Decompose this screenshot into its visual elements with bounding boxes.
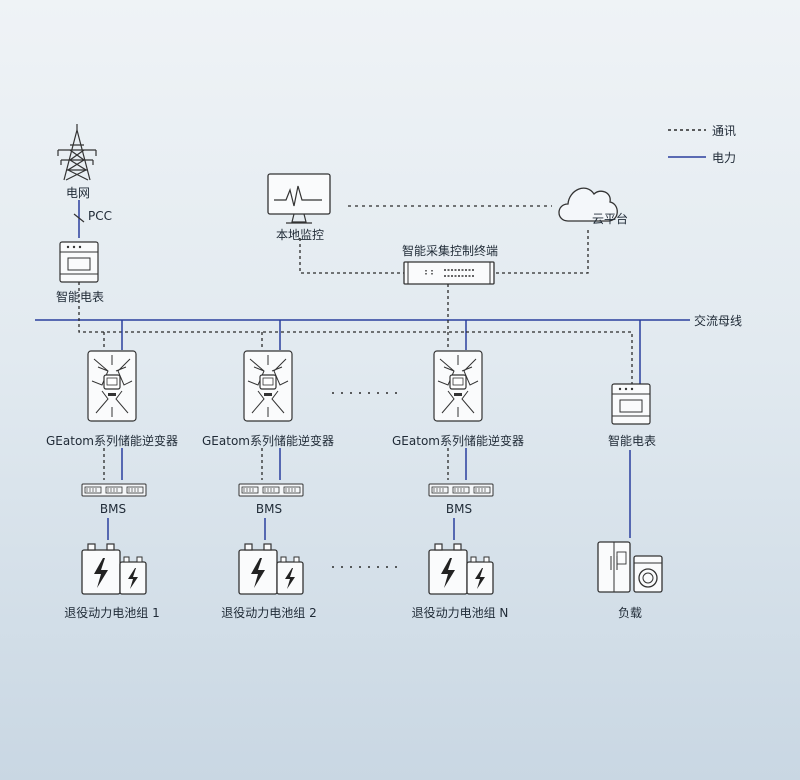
inverter-icon <box>433 350 483 422</box>
legend-comm-label: 通讯 <box>712 124 737 138</box>
inverter-icon <box>243 350 293 422</box>
grid-meter-icon <box>59 241 99 283</box>
battery-label: 退役动力电池组 1 <box>64 606 160 620</box>
battery-label: 退役动力电池组 2 <box>221 606 317 620</box>
appliance-icon <box>597 541 663 593</box>
load-label: 负载 <box>617 606 643 620</box>
pcc-label: PCC <box>88 209 112 223</box>
load-meter-icon <box>611 383 651 425</box>
inverter-label: GEatom系列储能逆变器 <box>46 434 178 448</box>
inverter-label: GEatom系列储能逆变器 <box>392 434 524 448</box>
inverter-icon <box>87 350 137 422</box>
battery-pack-icon <box>238 543 304 595</box>
load-meter-label: 智能电表 <box>607 434 657 448</box>
bms-icon <box>81 483 147 497</box>
bms-label: BMS <box>445 502 473 516</box>
grid-label: 电网 <box>65 186 91 200</box>
battery-pack-icon <box>81 543 147 595</box>
power-tower-icon <box>57 124 97 181</box>
cloud-icon <box>558 187 618 222</box>
bms-label: BMS <box>99 502 127 516</box>
battery-pack-icon <box>428 543 494 595</box>
grid-meter-label: 智能电表 <box>55 290 105 304</box>
monitor-icon <box>267 173 331 224</box>
local-monitor-label: 本地监控 <box>275 228 325 242</box>
inverter-label: GEatom系列储能逆变器 <box>202 434 334 448</box>
bms-icon <box>238 483 304 497</box>
bms-icon <box>428 483 494 497</box>
battery-label: 退役动力电池组 N <box>411 606 509 620</box>
ac-bus-label: 交流母线 <box>694 314 743 328</box>
legend-power-label: 电力 <box>712 151 737 165</box>
controller-terminal-icon <box>403 261 495 285</box>
cloud-label: 云平台 <box>592 212 629 226</box>
terminal-label: 智能采集控制终端 <box>401 244 499 258</box>
bms-label: BMS <box>255 502 283 516</box>
